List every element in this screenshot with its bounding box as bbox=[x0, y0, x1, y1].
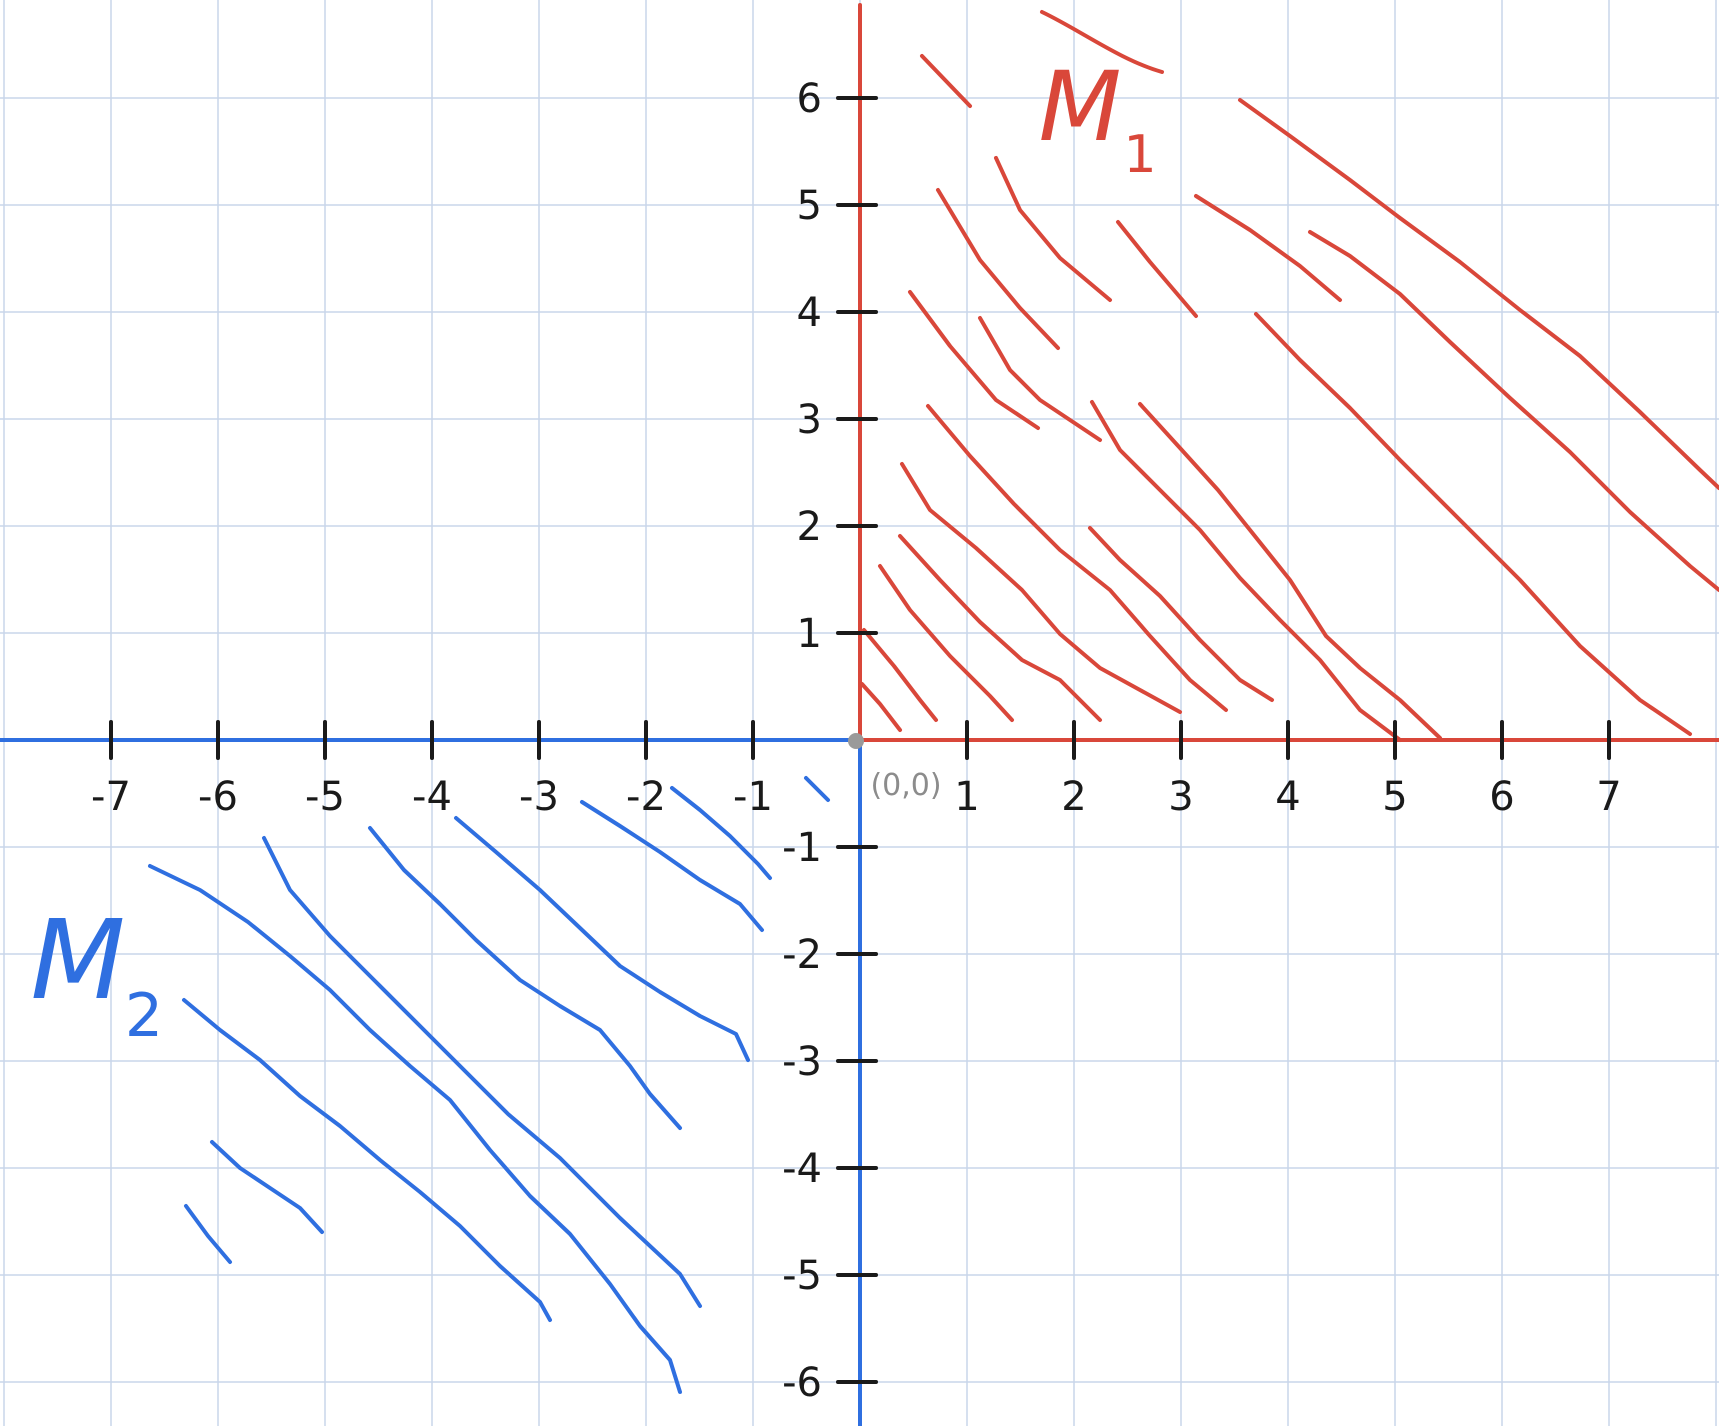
set1-hatch-stroke bbox=[994, 156, 1112, 302]
tick-label: -4 bbox=[412, 774, 452, 820]
tick-label: -3 bbox=[519, 774, 559, 820]
set1-hatch-stroke bbox=[898, 534, 1102, 722]
set2-hatching bbox=[148, 776, 830, 1394]
set1-hatch-stroke bbox=[978, 316, 1102, 442]
tick-label: 7 bbox=[1596, 774, 1621, 820]
tick-label: 6 bbox=[1489, 774, 1514, 820]
tick-label: 4 bbox=[1275, 774, 1300, 820]
tick-label: -5 bbox=[782, 1253, 822, 1299]
tick-label: -2 bbox=[626, 774, 666, 820]
set1-hatch-stroke bbox=[862, 628, 938, 722]
set1-hatch-stroke bbox=[1090, 400, 1402, 742]
set1-hatch-stroke bbox=[936, 188, 1060, 350]
set1-hatch-stroke bbox=[1238, 98, 1719, 490]
tick-label: -5 bbox=[305, 774, 345, 820]
set1-hatch-stroke bbox=[878, 564, 1014, 722]
tick-label: 3 bbox=[797, 397, 822, 443]
set1-label-symbol: M bbox=[1039, 51, 1122, 163]
set1-hatch-stroke bbox=[1116, 220, 1198, 318]
tick-label: 6 bbox=[797, 76, 822, 122]
set2-hatch-stroke bbox=[210, 1140, 324, 1234]
set2-hatch-stroke bbox=[182, 998, 552, 1322]
set1-label-stroke bbox=[1040, 10, 1164, 74]
set2-label-subscript: 2 bbox=[125, 981, 163, 1051]
tick-label: 4 bbox=[797, 290, 822, 336]
set1-hatch-stroke bbox=[908, 290, 1040, 430]
origin-dot bbox=[848, 733, 864, 749]
set1-label: M 1 bbox=[1039, 10, 1164, 185]
tick-label: -6 bbox=[782, 1360, 822, 1406]
tick-label: 1 bbox=[954, 774, 979, 820]
axis-tick-labels: -7 -6 -5 -4 -3 -2 -1 1 2 3 4 5 6 7 6 5 4 3 2 1 -1 -2 -3 -4 -5 -6 bbox=[91, 76, 1622, 1406]
set1-hatch-stroke bbox=[1194, 194, 1342, 302]
tick-label: 5 bbox=[797, 183, 822, 229]
set1-label-subscript: 1 bbox=[1123, 125, 1156, 185]
tick-label: -6 bbox=[198, 774, 238, 820]
set1-hatching bbox=[860, 54, 1719, 742]
tick-label: -1 bbox=[782, 825, 822, 871]
set1-hatch-stroke bbox=[926, 404, 1228, 712]
tick-label: 2 bbox=[797, 504, 822, 550]
set1-hatch-stroke bbox=[1254, 312, 1692, 736]
tick-label: -3 bbox=[782, 1039, 822, 1085]
set1-hatch-stroke bbox=[1308, 230, 1719, 592]
tick-label: 5 bbox=[1382, 774, 1407, 820]
set2-hatch-stroke bbox=[454, 816, 750, 1062]
set2-hatch-stroke bbox=[262, 836, 702, 1308]
axis-ticks bbox=[109, 96, 1611, 1384]
tick-label: 2 bbox=[1061, 774, 1086, 820]
set1-hatch-stroke bbox=[920, 54, 972, 108]
tick-label: -1 bbox=[733, 774, 773, 820]
set1-hatch-stroke bbox=[1138, 402, 1442, 740]
set2-hatch-stroke bbox=[368, 826, 682, 1130]
set1-hatch-stroke bbox=[900, 462, 1182, 714]
set2-hatch-stroke bbox=[580, 800, 764, 932]
set1-hatch-stroke bbox=[1088, 526, 1274, 702]
tick-label: 1 bbox=[797, 611, 822, 657]
set2-label: M 2 bbox=[31, 896, 164, 1051]
set2-hatch-stroke bbox=[670, 786, 772, 880]
tick-label: -4 bbox=[782, 1146, 822, 1192]
tick-label: -7 bbox=[91, 774, 131, 820]
set2-hatch-stroke bbox=[184, 1204, 232, 1264]
set1-hatch-stroke bbox=[860, 682, 902, 732]
origin-label: (0,0) bbox=[870, 768, 941, 803]
tick-label: 3 bbox=[1168, 774, 1193, 820]
set2-hatch-stroke bbox=[148, 864, 682, 1394]
set2-hatch-stroke bbox=[804, 776, 830, 802]
set2-label-symbol: M bbox=[31, 896, 126, 1024]
tick-label: -2 bbox=[782, 932, 822, 978]
